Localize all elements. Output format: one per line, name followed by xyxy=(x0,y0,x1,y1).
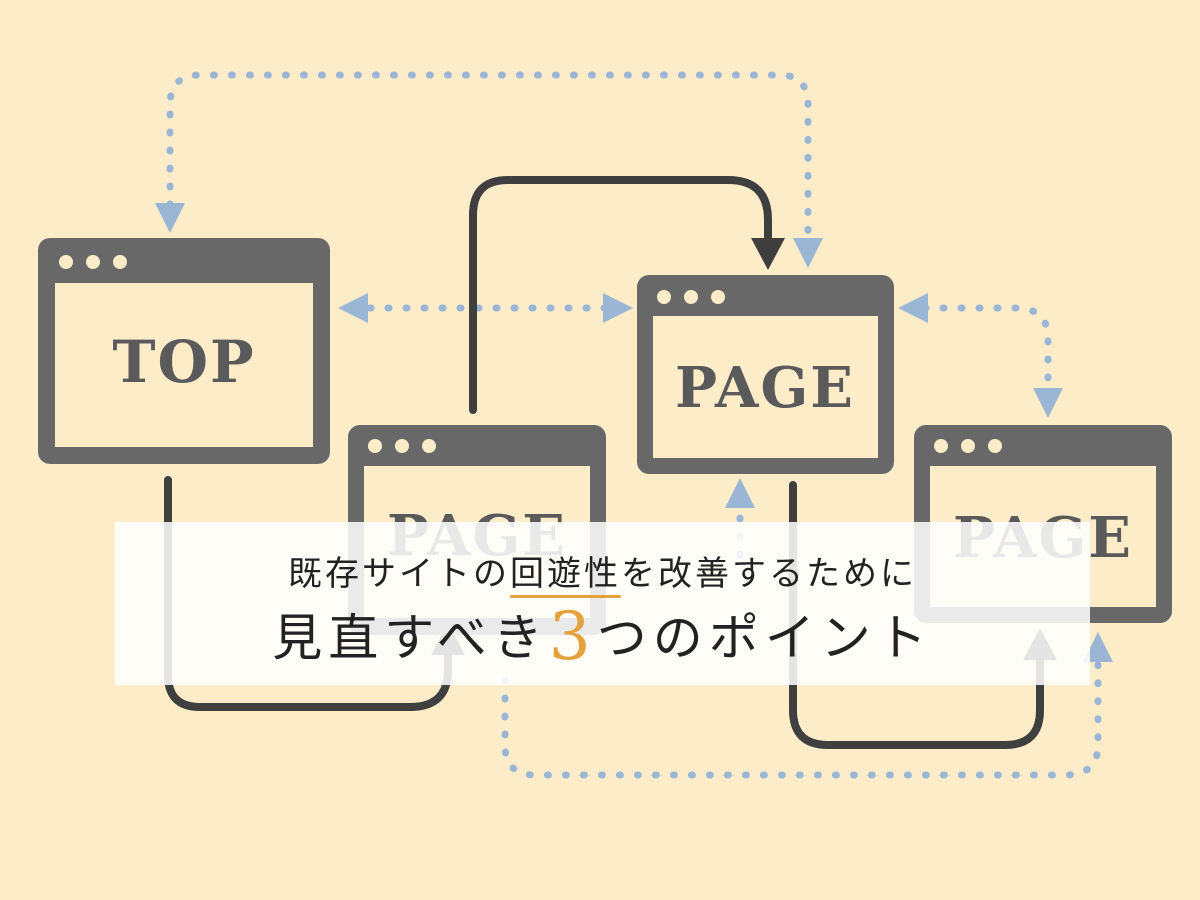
arrowhead-blue-5 xyxy=(898,293,928,323)
arrowhead-blue-7 xyxy=(725,478,755,508)
arrowhead-blue-1 xyxy=(155,203,185,233)
main-title-before: 見直すべき xyxy=(272,609,549,667)
subtitle-after: を改善するために xyxy=(621,554,917,594)
title-banner: 既存サイトの回遊性を改善するために 見直すべき3つのポイント xyxy=(115,522,1090,685)
subtitle-highlight: 回遊性 xyxy=(510,554,621,594)
page-window-2: PAGE xyxy=(637,275,894,474)
top-window-label: TOP xyxy=(112,328,255,396)
arrowhead-blue-6 xyxy=(1033,388,1063,418)
top-window: TOP xyxy=(38,238,330,464)
page-window-2-label: PAGE xyxy=(675,355,855,421)
arrowhead-blue-2 xyxy=(793,238,823,268)
subtitle: 既存サイトの回遊性を改善するために xyxy=(115,552,1090,596)
dotted-link-bottom-loop xyxy=(501,656,1102,779)
arrowhead-blue-4 xyxy=(603,293,633,323)
dotted-link-top-loop xyxy=(166,71,812,244)
main-title-after: つのポイント xyxy=(596,609,933,667)
arrowhead-blue-3 xyxy=(338,293,368,323)
solid-link-page2-to-page3 xyxy=(789,481,1044,749)
subtitle-before: 既存サイトの xyxy=(288,554,510,594)
arrowhead-blue-8 xyxy=(1083,632,1113,662)
main-title: 見直すべき3つのポイント xyxy=(115,602,1090,673)
solid-link-page1-to-page2 xyxy=(469,176,772,414)
dotted-link-page-right xyxy=(921,304,1052,394)
main-title-number: 3 xyxy=(548,598,597,675)
arrowhead-dark-1 xyxy=(751,238,785,270)
